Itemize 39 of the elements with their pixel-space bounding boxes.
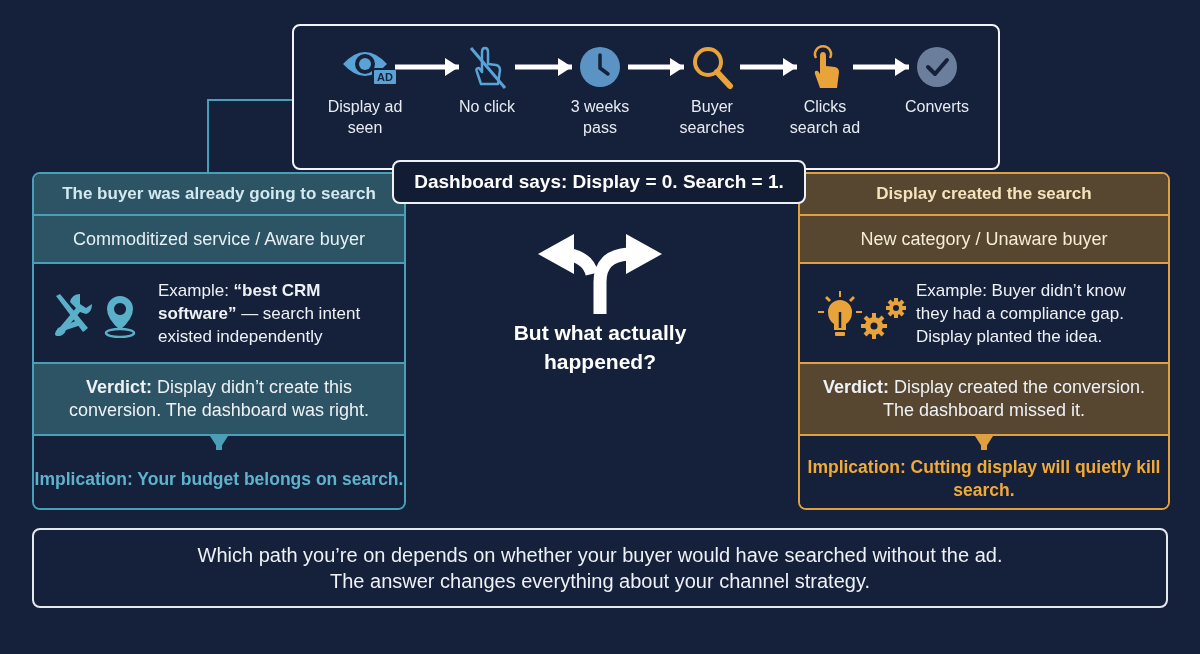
verdict-row	[34, 364, 404, 436]
card-subtitle	[800, 216, 1168, 264]
ad-badge: AD	[372, 68, 398, 86]
question-text: But what actually happened?	[512, 320, 688, 375]
card-subtitle	[34, 216, 404, 264]
implication-text: Implication: Cutting display will quietly kill search.	[806, 456, 1162, 502]
verdict-text: Verdict: Display created the conversion. The dashboard missed it.	[821, 376, 1147, 422]
step-label: 3 weeks pass	[569, 97, 631, 138]
step-label: No click	[459, 97, 515, 117]
card-heading	[800, 174, 1168, 216]
arrow	[740, 58, 797, 76]
outcome-card	[798, 172, 1170, 510]
subtitle-text: New category / Unaware buyer	[860, 228, 1108, 250]
arrow	[853, 58, 909, 76]
summary-text: Which path you’re on depends on whether your buyer would have searched without the ad.	[197, 543, 1003, 568]
step-label: Converts	[905, 97, 969, 117]
connector-line	[207, 99, 293, 173]
arrow	[975, 435, 993, 450]
summary-text: The answer changes everything about your channel strategy.	[330, 569, 870, 594]
step-label: Display ad seen	[326, 97, 404, 138]
arrow	[395, 58, 459, 76]
step-label: Clicks search ad	[788, 97, 862, 138]
callout-text: Dashboard says: Display = 0. Search = 1.	[414, 171, 784, 193]
arrow	[628, 58, 684, 76]
example-text: Example: Buyer didn’t know they had a compliance gap. Display planted the idea.	[916, 279, 1127, 348]
step-label: Buyer searches	[678, 97, 746, 138]
outcome-card	[32, 172, 406, 510]
arrow	[515, 58, 572, 76]
subtitle-text: Commoditized service / Aware buyer	[73, 228, 365, 250]
example-text: Example: “best CRM software” — search intent existed independently	[158, 279, 362, 348]
card-heading	[34, 174, 404, 216]
heading-text: Display created the search	[876, 184, 1092, 204]
heading-text: The buyer was already going to search	[62, 184, 376, 204]
verdict-row	[800, 364, 1168, 436]
arrow	[210, 435, 228, 450]
implication-text: Implication: Your budget belongs on search.	[34, 467, 404, 491]
summary-box	[32, 528, 1168, 608]
verdict-text: Verdict: Display didn’t create this conversion. The dashboard was right.	[68, 376, 370, 422]
dashboard-callout	[392, 160, 806, 204]
